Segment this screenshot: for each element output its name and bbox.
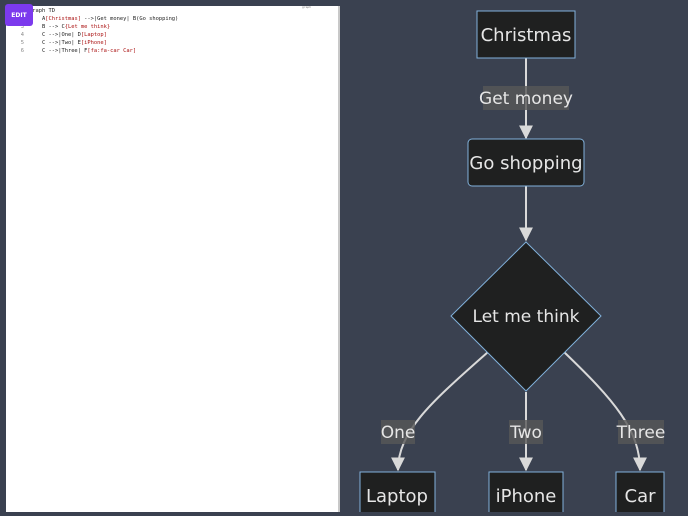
line-number: 3: [20, 24, 24, 30]
node-iphone-label: iPhone: [496, 486, 557, 507]
code-text: B --> C{Let me think}: [29, 24, 111, 30]
code-text: graph TD: [29, 8, 55, 14]
node-laptop-label: Laptop: [366, 486, 428, 507]
code-area[interactable]: graph TD A[Christmas] -->|Get money| B(G…: [8, 7, 332, 55]
node-laptop[interactable]: Laptop: [359, 471, 436, 516]
line-number: 5: [20, 40, 24, 46]
line-number: 4: [20, 32, 24, 38]
code-line: 4 C -->|One| D[Laptop]: [8, 31, 332, 39]
node-let-me-think[interactable]: Let me think: [450, 241, 602, 392]
node-go-shopping-label: Go shopping: [469, 153, 582, 174]
code-text: C -->|One| D[Laptop]: [29, 32, 107, 38]
flowchart: Get money One Two Three Christmas Go sho…: [359, 10, 666, 516]
edge-label-get-money: Get money: [479, 86, 573, 110]
edge-label-get-money-text: Get money: [479, 89, 573, 109]
line-number: 6: [20, 48, 24, 54]
editor-frame: [0, 0, 344, 6]
code-line: A[Christmas] -->|Get money| B(Go shoppin…: [8, 15, 332, 23]
code-text: A[Christmas] -->|Get money| B(Go shoppin…: [29, 16, 179, 22]
edge-label-three-text: Three: [616, 423, 666, 443]
node-let-me-think-label: Let me think: [473, 307, 580, 327]
code-line: 6 C -->|Three| F[fa:fa-car Car]: [8, 47, 332, 55]
editor-frame: [0, 0, 6, 512]
code-text: C -->|Two| E[iPhone]: [29, 40, 107, 46]
node-christmas[interactable]: Christmas: [476, 10, 576, 59]
edge-label-two-text: Two: [509, 423, 542, 443]
node-car-label: Car: [625, 486, 657, 507]
code-line: 5 C -->|Two| E[iPhone]: [8, 39, 332, 47]
node-go-shopping[interactable]: Go shopping: [467, 138, 585, 187]
edge-label-two: Two: [509, 420, 543, 444]
code-line: graph TD: [8, 7, 332, 15]
edge-label-one-text: One: [381, 423, 416, 443]
diagram-preview: Get money One Two Three Christmas Go sho…: [344, 0, 688, 516]
minimap[interactable]: graph: [302, 5, 312, 9]
node-iphone[interactable]: iPhone: [488, 471, 564, 516]
edge-one: [391, 351, 489, 472]
node-christmas-label: Christmas: [481, 25, 572, 46]
node-car[interactable]: Car: [615, 471, 665, 516]
code-line: 3 B --> C{Let me think}: [8, 23, 332, 31]
edge-label-three: Three: [616, 420, 666, 444]
code-text: C -->|Three| F[fa:fa-car Car]: [29, 48, 137, 54]
edge-label-one: One: [381, 420, 416, 444]
code-editor[interactable]: graph TD A[Christmas] -->|Get money| B(G…: [0, 0, 338, 512]
edit-button[interactable]: EDIT: [5, 4, 33, 26]
edge-three: [563, 351, 647, 472]
pane-divider[interactable]: [340, 0, 344, 512]
